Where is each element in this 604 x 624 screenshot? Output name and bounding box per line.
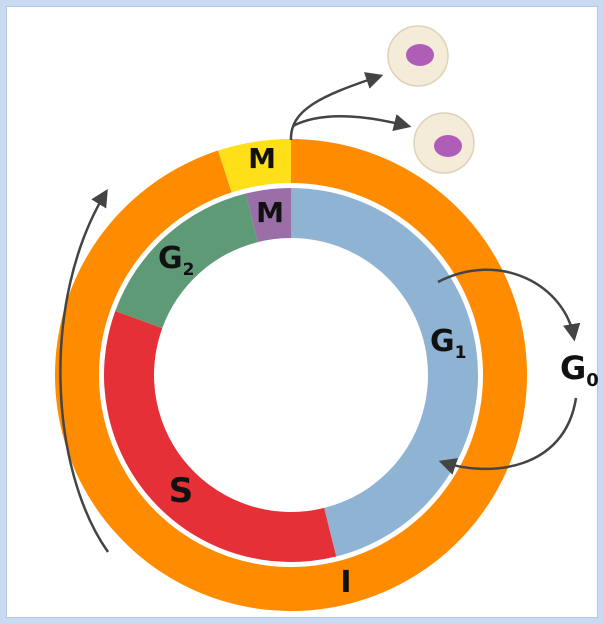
inner-ring-g2-phase (115, 193, 258, 329)
g2-phase-label: G2 (158, 241, 194, 280)
inner-ring-m-phase (245, 188, 291, 243)
daughter-cell-1 (387, 25, 449, 87)
g1-to-g0-arrow (437, 268, 581, 342)
g0-to-g1-arrow (438, 397, 578, 475)
outer-mitosis-label: M (248, 142, 276, 175)
division-arrow-lower (292, 114, 412, 132)
g1-phase-label: G1 (430, 324, 466, 363)
inner-m-label: M (256, 196, 284, 229)
g0-phase-label: G0 (560, 349, 599, 391)
outer-ring-mitosis (218, 139, 291, 193)
inner-ring-s-phase (104, 311, 337, 562)
cycle-direction-arrow (59, 189, 110, 553)
s-phase-label: S (169, 471, 194, 511)
inner-ring-g1-phase (291, 187, 479, 557)
interphase-label: I (340, 565, 351, 600)
daughter-cell-2 (413, 112, 475, 174)
division-arrow-upper (289, 72, 384, 141)
